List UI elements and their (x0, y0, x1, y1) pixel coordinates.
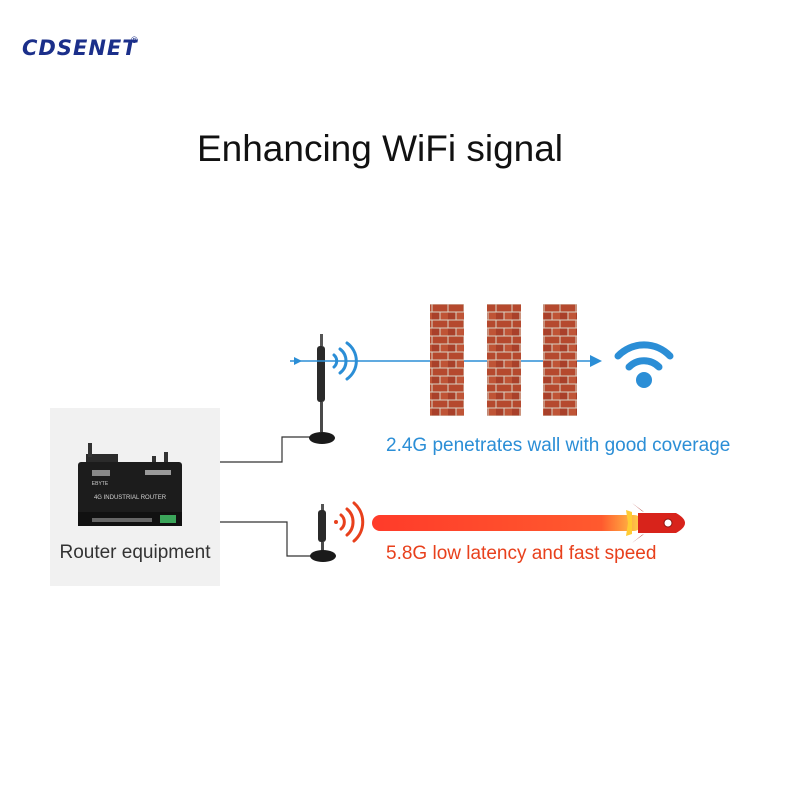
brick-wall-2 (487, 304, 521, 416)
antenna-24 (309, 334, 335, 444)
connector-line-24 (220, 436, 316, 463)
brand-logo: CDSENET (22, 36, 138, 60)
wave-icon-24 (332, 341, 358, 381)
speed-trail-58 (372, 515, 642, 531)
router-brand-label: EBYTE (92, 481, 109, 487)
router-label: Router equipment (59, 542, 211, 563)
registered-mark: ® (131, 35, 138, 45)
wave-icon-58 (334, 501, 365, 543)
caption-24g: 2.4G penetrates wall with good coverage (386, 435, 731, 456)
antenna-58 (310, 504, 336, 562)
connector-line-58 (220, 521, 316, 557)
brick-wall-3 (543, 304, 577, 416)
arrow-tail-24 (294, 357, 302, 365)
router-device-label: 4G INDUSTRIAL ROUTER (94, 495, 167, 501)
brick-wall-1 (430, 304, 464, 416)
arrow-head-24 (590, 355, 602, 367)
page-title: Enhancing WiFi signal (196, 128, 564, 169)
router-device (78, 443, 182, 526)
wifi-icon (614, 341, 674, 388)
caption-58g: 5.8G low latency and fast speed (386, 543, 657, 564)
rocket-icon (626, 503, 685, 543)
